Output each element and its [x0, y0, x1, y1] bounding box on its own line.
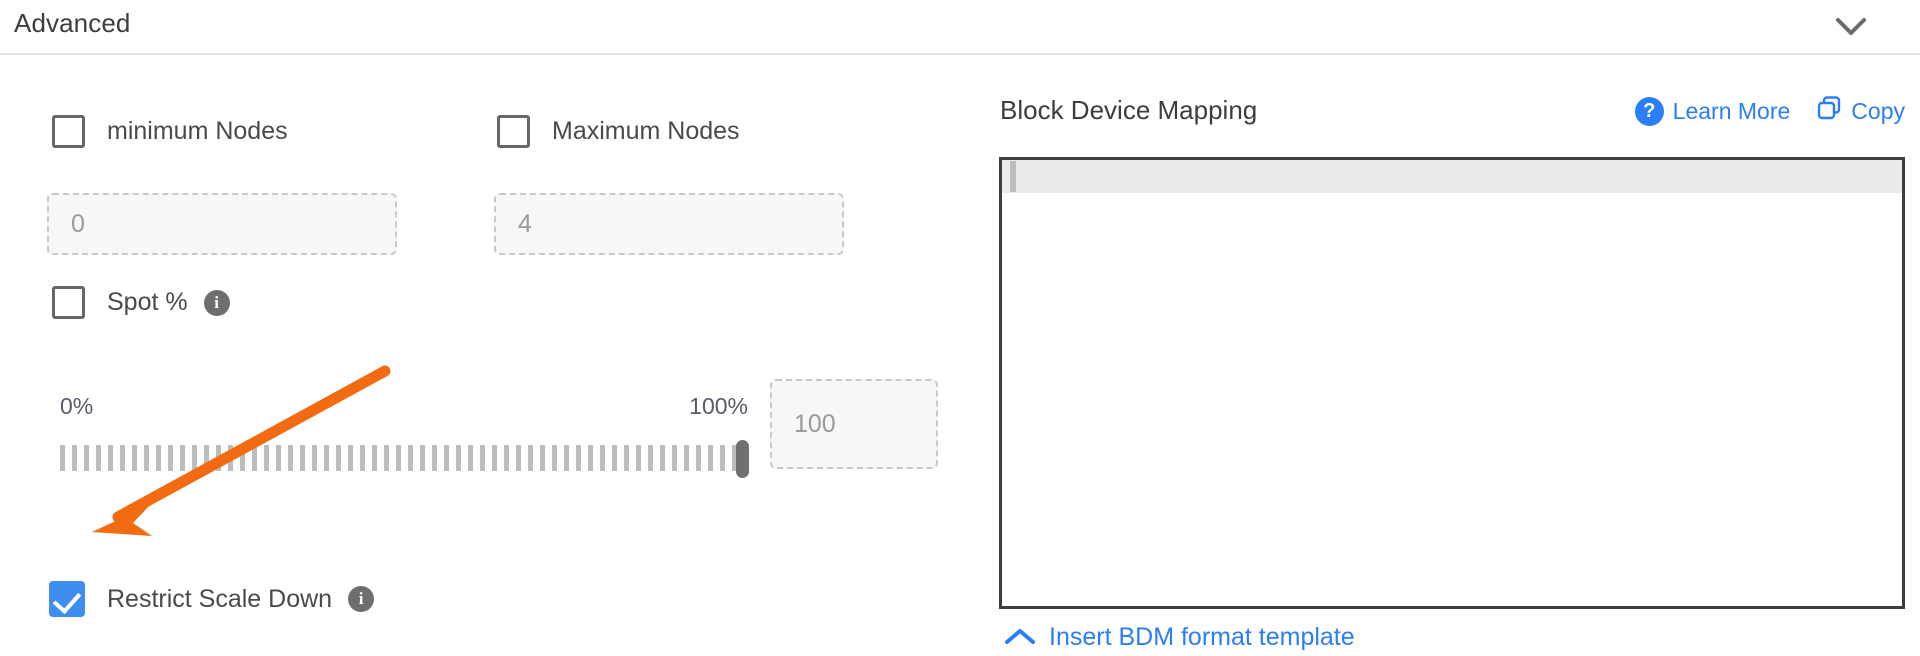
spot-percent-value: 100 [794, 409, 836, 438]
section-header: Advanced [0, 0, 1920, 53]
block-device-mapping-actions: ? Learn More Copy [1634, 95, 1905, 127]
restrict-scale-down-checkbox[interactable] [49, 581, 85, 617]
chevron-up-icon [1005, 623, 1035, 652]
block-device-mapping-title: Block Device Mapping [1000, 95, 1258, 125]
restrict-scale-down-label: Restrict Scale Down [107, 584, 333, 613]
spot-percent-value-input[interactable]: 100 [770, 379, 938, 469]
max-nodes-input-value: 4 [518, 209, 532, 238]
header-divider [0, 53, 1920, 55]
chevron-down-icon[interactable] [1834, 10, 1868, 44]
page-title: Advanced [14, 8, 131, 38]
autoscaling-settings: minimum Nodes 0 Maximum Nodes 4 Spot % i… [0, 53, 980, 656]
copy-icon [1816, 95, 1842, 127]
min-nodes-row: minimum Nodes [52, 115, 288, 148]
insert-bdm-template-link[interactable]: Insert BDM format template [1005, 623, 1355, 652]
learn-more-link[interactable]: ? Learn More [1634, 96, 1791, 126]
insert-bdm-template-label: Insert BDM format template [1049, 623, 1355, 651]
spot-percent-slider[interactable] [60, 440, 749, 478]
spot-percent-checkbox[interactable] [52, 286, 85, 319]
bdm-code-editor[interactable] [999, 157, 1905, 609]
slider-min-label: 0% [60, 393, 94, 419]
text-cursor [1010, 161, 1016, 192]
spot-percent-slider-group: 0% 100% [60, 393, 760, 478]
min-nodes-label: minimum Nodes [107, 117, 288, 145]
info-icon[interactable]: i [203, 289, 230, 316]
info-icon[interactable]: i [348, 586, 375, 612]
slider-thumb[interactable] [736, 440, 749, 478]
learn-more-label: Learn More [1672, 97, 1791, 124]
block-device-mapping-panel: Block Device Mapping ? Learn More Copy [995, 53, 1920, 656]
question-circle-icon: ? [1634, 96, 1664, 126]
max-nodes-label: Maximum Nodes [552, 117, 740, 145]
min-nodes-input-value: 0 [71, 209, 85, 238]
copy-button[interactable]: Copy [1816, 95, 1905, 127]
min-nodes-input[interactable]: 0 [47, 193, 397, 255]
copy-label: Copy [1851, 97, 1905, 124]
min-nodes-checkbox[interactable] [52, 115, 85, 148]
max-nodes-checkbox[interactable] [497, 115, 530, 148]
restrict-scale-down-row: Restrict Scale Down i [49, 581, 375, 617]
max-nodes-input[interactable]: 4 [494, 193, 844, 255]
slider-max-label: 100% [689, 393, 748, 419]
slider-range-labels: 0% 100% [60, 393, 748, 425]
spot-percent-label: Spot % [107, 288, 188, 316]
editor-active-line [1002, 160, 1902, 193]
spot-percent-row: Spot % i [52, 286, 230, 319]
max-nodes-row: Maximum Nodes [497, 115, 740, 148]
